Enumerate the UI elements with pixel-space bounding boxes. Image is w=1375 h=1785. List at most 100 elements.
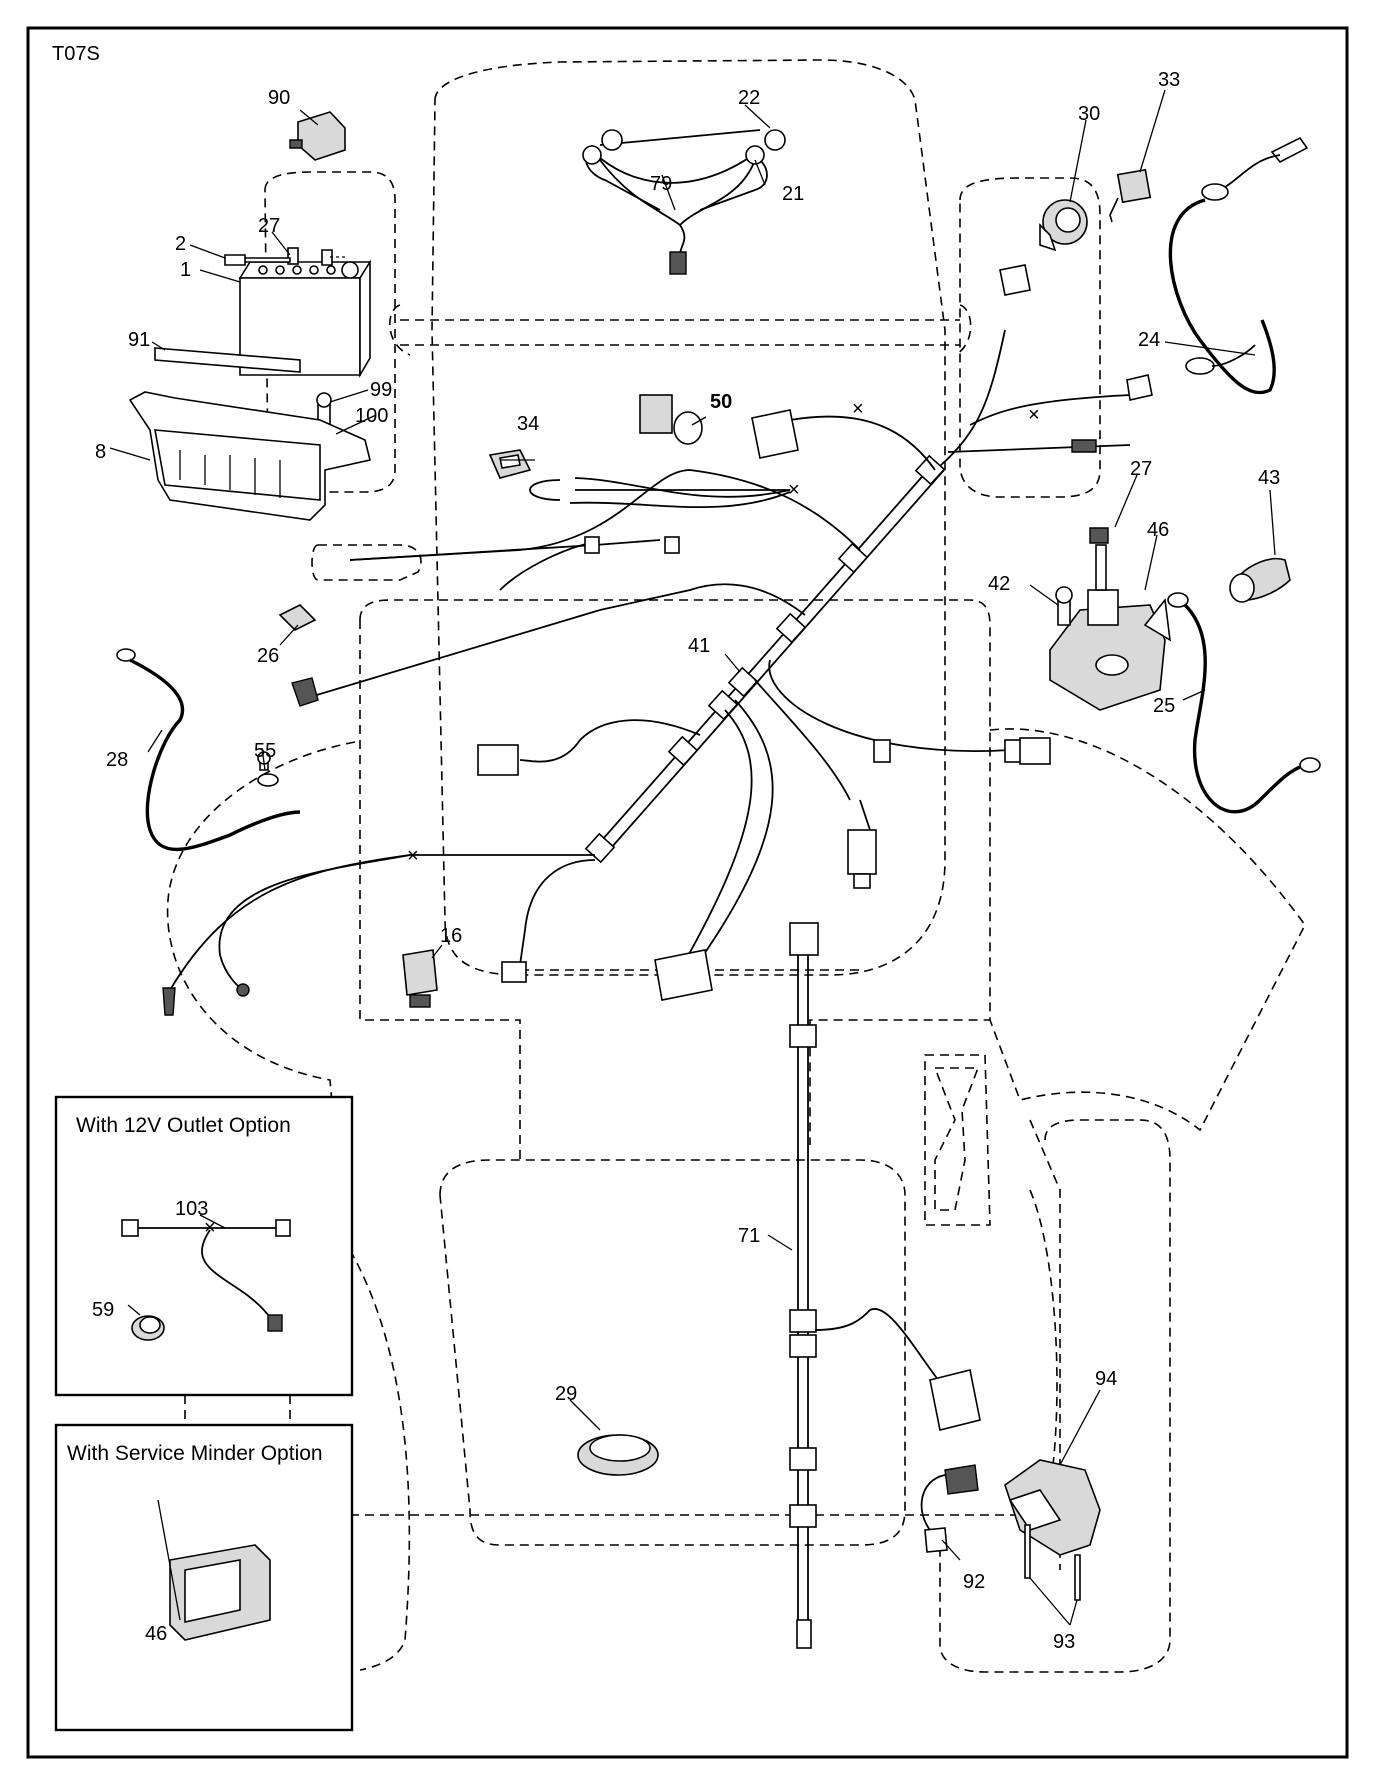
fuse-26 [278, 604, 317, 631]
chassis-left-outline [359, 599, 991, 1160]
battery-terminal-right [341, 261, 359, 279]
terminal-boot-42 [1229, 557, 1291, 603]
branch-to-30 [969, 394, 1131, 426]
screw-93a [1024, 1524, 1031, 1579]
left-fender-outline [166, 741, 356, 1251]
branch-to-connector-lower [754, 679, 851, 801]
battery-group [128, 247, 372, 521]
outer-frame [26, 26, 1349, 1759]
svg-text:×: × [407, 845, 419, 867]
callout-71: 71 [738, 1225, 760, 1247]
ignition-switch-30 [1039, 199, 1088, 252]
branch-left-long [299, 583, 806, 701]
right-pocket-outline [959, 177, 1101, 498]
callout-94: 94 [1095, 1368, 1117, 1390]
breakout-left [349, 539, 661, 561]
left-lower-curve [349, 1249, 411, 1671]
branch-to-lower-connector-a [699, 699, 774, 961]
headlight-bulb-left [601, 129, 623, 151]
callout-90: 90 [268, 87, 290, 109]
frame-crossbeam-ends [388, 304, 972, 356]
battery-cable-24 [1168, 136, 1309, 395]
callout-26: 26 [257, 645, 279, 667]
harness-71 [789, 922, 981, 1649]
callout-30: 30 [1078, 103, 1100, 125]
nut-27-solenoid [1089, 527, 1109, 544]
connector-lower-center [654, 949, 713, 1001]
frame-crossbeam [400, 319, 960, 346]
callout-25: 25 [1153, 695, 1175, 717]
callout-22: 22 [738, 87, 760, 109]
callout-59: 59 [92, 1299, 114, 1321]
breakout-left-2 [499, 542, 591, 591]
harness-71-branch [814, 1308, 951, 1396]
callout-labels: 90 27 2 1 91 99 100 8 22 21 79 30 33 24 … [92, 69, 1280, 1653]
branch-to-bottom-connector [519, 859, 596, 966]
callout-91: 91 [128, 329, 150, 351]
inset-outlet-title: With 12V Outlet Option [76, 1114, 291, 1137]
callout-8: 8 [95, 441, 106, 463]
callout-42: 43 [1258, 467, 1280, 489]
callout-40: 41 [688, 635, 710, 657]
right-lower-divider [1029, 1119, 1061, 1570]
nut-27 [321, 249, 333, 266]
part-90 [289, 111, 346, 161]
leader-lines [109, 89, 1276, 1626]
wire-to-34-terminal-b [574, 477, 791, 498]
inset-service-title: With Service Minder Option [67, 1442, 323, 1465]
branch-to-plate [789, 415, 936, 471]
diagram-code: T07S [52, 43, 100, 65]
callout-29: 29 [555, 1383, 577, 1405]
callout-103: 103 [175, 1198, 208, 1220]
callout-92: 92 [963, 1571, 985, 1593]
branch-to-top-connector [939, 329, 1006, 467]
headlight-harness [582, 129, 786, 275]
callout-79: 79 [650, 173, 672, 195]
breakout-dashed-box [311, 544, 422, 581]
harness-sleeves [584, 454, 946, 864]
callout-33: 33 [1158, 69, 1180, 91]
callout-46: 46 [145, 1623, 167, 1645]
harness-trunk-a [594, 461, 936, 849]
svg-text:×: × [1028, 404, 1040, 426]
branch-to-ground-a [169, 854, 595, 991]
seat-switch-94 [1004, 1459, 1101, 1556]
callout-28: 28 [106, 749, 128, 771]
callout-27a: 27 [258, 215, 280, 237]
pto-switch-50 [639, 394, 703, 445]
headlight-bulb-right [764, 129, 786, 151]
connector-bottom [501, 961, 527, 983]
connector-71-branch [929, 1369, 981, 1431]
svg-text:×: × [788, 479, 800, 501]
seat-pan-outline [439, 1159, 906, 1546]
grommet-29 [577, 1434, 659, 1476]
branch-right-lower [768, 659, 1011, 752]
callout-2: 2 [175, 233, 186, 255]
svg-text:×: × [204, 1217, 216, 1239]
branch-left-bundle [349, 469, 861, 561]
callout-41: 42 [988, 573, 1010, 595]
inset-service-minder: With Service Minder Option [54, 1423, 354, 1732]
callout-99: 99 [370, 379, 392, 401]
connector-top-right [1126, 374, 1153, 401]
callout-93: 93 [1053, 1631, 1075, 1653]
branch-to-left-connector [519, 719, 701, 763]
connector-right [1019, 737, 1051, 765]
battery-cable-25 [1167, 592, 1321, 814]
callout-43: 46 [1147, 519, 1169, 541]
battery-terminal-left [287, 247, 299, 265]
connector-left [477, 744, 519, 776]
solenoid-43 [1049, 527, 1171, 711]
switch-34 [488, 449, 532, 479]
headlight-connector [669, 251, 687, 275]
inset-link-dash [184, 1395, 291, 1425]
battery-area-outline [264, 171, 396, 493]
bolt-2 [224, 254, 291, 266]
callout-16: 16 [440, 925, 462, 947]
connector-lower-right [847, 829, 877, 875]
hood-outline [431, 59, 946, 976]
branch-to-lower-connector-b [679, 709, 753, 971]
connector-top [999, 264, 1031, 296]
